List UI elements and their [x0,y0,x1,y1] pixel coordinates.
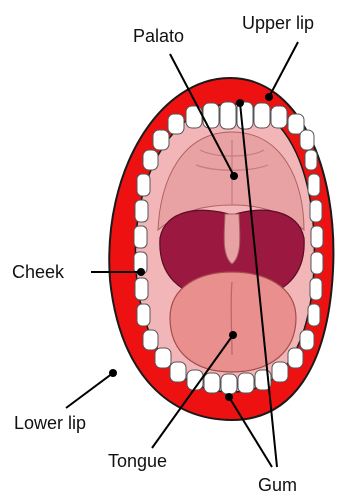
lower-lip-label: Lower lip [14,414,86,432]
gum-label: Gum [258,476,297,494]
palato-label: Palato [133,27,184,45]
tongue-label: Tongue [108,452,167,470]
uvula [224,214,240,264]
tongue [170,272,296,372]
cheek-label: Cheek [12,263,64,281]
upper-lip-label: Upper lip [242,14,314,32]
